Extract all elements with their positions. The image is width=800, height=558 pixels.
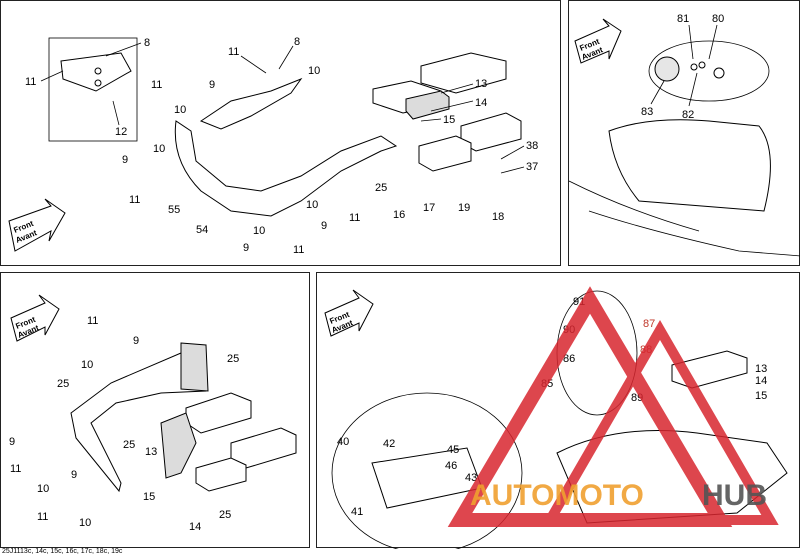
part-label: 25 — [123, 439, 135, 451]
part-label: 80 — [712, 13, 724, 25]
front-arrow-icon: Front Avant — [10, 294, 60, 342]
part-label: 8 — [294, 36, 300, 48]
detail-circle — [648, 40, 770, 102]
part-label: 10 — [37, 483, 49, 495]
part-label: 15 — [443, 114, 455, 126]
part-label: 85 — [541, 378, 553, 390]
part-label: 13 — [145, 446, 157, 458]
part-label: 11 — [129, 194, 140, 206]
panel-vehicle-seat-location: Front Avant 81 80 83 82 — [568, 0, 800, 266]
part-label: 10 — [253, 225, 265, 237]
cushion-1 — [185, 392, 252, 434]
part-label: 14 — [475, 97, 487, 109]
part-label: 16 — [393, 209, 405, 221]
front-arrow-icon: Front Avant — [574, 18, 622, 64]
part-label: 83 — [641, 106, 653, 118]
part-label: 13 — [755, 363, 767, 375]
seat-base-frame — [70, 344, 207, 493]
part-label: 11 — [37, 511, 48, 523]
part-label: 9 — [133, 335, 139, 347]
part-label: 43 — [465, 472, 477, 484]
part-label: 55 — [168, 204, 180, 216]
part-label: 42 — [383, 438, 395, 450]
cushion-3 — [195, 457, 247, 492]
part-label: 91 — [573, 296, 585, 308]
part-label: 11 — [10, 463, 21, 475]
part-label: 19 — [458, 202, 470, 214]
part-label: 14 — [755, 375, 767, 387]
front-arrow-icon: Front Avant — [324, 289, 374, 337]
panel1-drawing: Front Avant 8 11 12 11 8 10 11 9 — [8, 36, 538, 256]
cushion-2 — [420, 52, 507, 94]
part-label: 45 — [447, 444, 459, 456]
part-label: 10 — [81, 359, 93, 371]
part-label: 9 — [243, 242, 249, 254]
part-label: 11 — [87, 315, 98, 327]
panel-seat-variant-b: Front Avant 11 9 10 25 25 9 11 10 25 9 1… — [0, 272, 310, 548]
part-label: 13 — [475, 78, 487, 90]
part-label: 88 — [640, 344, 652, 356]
part-label: 9 — [321, 220, 327, 232]
seat-pad-rear — [199, 77, 303, 130]
cushion-1 — [671, 350, 748, 389]
part-label: 9 — [209, 79, 215, 91]
part-label: 25 — [227, 353, 239, 365]
figure-caption: 25J1113c, 14c, 15c, 16c, 17c, 18c, 19c — [2, 548, 123, 555]
part-label: 9 — [71, 469, 77, 481]
cushion-4 — [418, 135, 472, 172]
part-label: 25 — [219, 509, 231, 521]
part-label: 11 — [25, 76, 36, 88]
part-label: 25 — [57, 378, 69, 390]
part-label: 9 — [122, 154, 128, 166]
part-label: 46 — [445, 460, 457, 472]
part-label: 11 — [293, 244, 304, 256]
part-label: 86 — [563, 353, 575, 365]
detail-inset-box — [48, 37, 138, 142]
part-label: 17 — [423, 202, 435, 214]
part-label: 10 — [153, 143, 165, 155]
seat-frame — [608, 119, 771, 212]
part-label: 54 — [196, 224, 208, 236]
part-label: 10 — [308, 65, 320, 77]
part-label: 11 — [151, 79, 162, 91]
part-label: 37 — [526, 161, 538, 173]
part-label: 10 — [79, 517, 91, 529]
part-label: 38 — [526, 140, 538, 152]
part-label: 87 — [643, 318, 655, 330]
part-label: 89 — [631, 392, 643, 404]
part-label: 25 — [375, 182, 387, 194]
vehicle-body — [556, 430, 788, 524]
seat-base-frame — [174, 120, 398, 217]
part-label: 10 — [306, 199, 318, 211]
part-label: 41 — [351, 506, 363, 518]
part-label: 40 — [337, 436, 349, 448]
part-label: 10 — [174, 104, 186, 116]
panel-seat-in-vehicle-detail: Front Avant 91 90 87 88 86 85 89 13 14 1… — [316, 272, 800, 549]
part-label: 11 — [228, 46, 239, 58]
part-label: 18 — [492, 211, 504, 223]
front-arrow-icon: Front Avant — [8, 198, 66, 252]
part-label: 81 — [677, 13, 689, 25]
panel-seat-base-assembly: Front Avant 8 11 12 11 8 10 11 9 — [0, 0, 561, 266]
part-label: 12 — [115, 126, 127, 138]
part-label: 8 — [144, 37, 150, 49]
part-label: 82 — [682, 109, 694, 121]
part-label: 9 — [9, 436, 15, 448]
part-label: 90 — [563, 324, 575, 336]
part-label: 15 — [143, 491, 155, 503]
part-label: 15 — [755, 390, 767, 402]
part-label: 14 — [189, 521, 201, 533]
panel3-drawing: Front Avant 11 9 10 25 25 9 11 10 25 9 1… — [9, 294, 297, 533]
panel2-drawing: Front Avant 81 80 83 82 — [569, 13, 800, 257]
part-label: 11 — [349, 212, 360, 224]
panel4-drawing: Front Avant 91 90 87 88 86 85 89 13 14 1… — [324, 289, 788, 549]
